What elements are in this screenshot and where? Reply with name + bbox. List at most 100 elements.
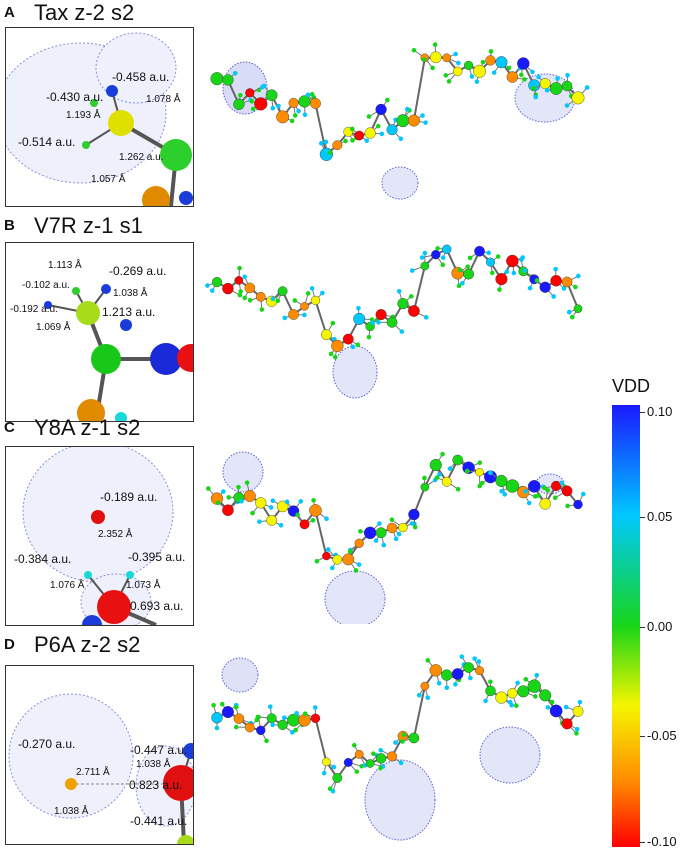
atom [353, 312, 366, 325]
hydrogen-atom [527, 285, 533, 291]
hydrogen-atom [488, 49, 494, 54]
hydrogen-atom [523, 489, 528, 494]
atom [429, 458, 442, 472]
panel-b-letter: B [4, 217, 15, 234]
bond [412, 57, 426, 121]
atom [507, 688, 518, 699]
hydrogen-atom [561, 286, 567, 291]
hydrogen-atom [318, 141, 324, 146]
atom [442, 53, 452, 63]
hydrogen-atom [502, 492, 508, 497]
atom [506, 71, 519, 83]
hydrogen-atom [422, 250, 428, 256]
atom [298, 95, 311, 108]
hydrogen-atom [565, 72, 570, 78]
hydrogen-atom [495, 254, 501, 259]
panel-b-title: V7R z-1 s1 [34, 213, 143, 238]
hydrogen-atom [232, 71, 238, 76]
hydrogen-atom [446, 79, 452, 84]
atom [408, 305, 420, 317]
atom [310, 713, 321, 723]
hydrogen-atom [370, 320, 376, 326]
hydrogen-atom [250, 106, 256, 112]
hydrogen-atom [486, 250, 492, 256]
hydrogen-atom [389, 517, 395, 523]
hydrogen-atom [526, 500, 532, 506]
hydrogen-atom [420, 113, 425, 118]
hydrogen-atom [456, 283, 462, 289]
atom [475, 467, 484, 477]
panel-c-title: Y8A z-1 s2 [34, 415, 141, 440]
atom [550, 275, 562, 287]
hydrogen-atom [364, 138, 370, 143]
hydrogen-atom [237, 292, 243, 298]
vdd-isosurface [479, 726, 541, 784]
hydrogen-atom [437, 472, 442, 477]
panel-d-label: 2.711 Å [76, 767, 110, 778]
hydrogen-atom [214, 725, 220, 731]
atom [429, 664, 442, 677]
hydrogen-atom [366, 114, 372, 119]
atom [276, 500, 289, 513]
bond [314, 300, 328, 335]
hydrogen-atom [421, 57, 427, 62]
atom [277, 286, 288, 297]
hydrogen-atom [553, 266, 558, 272]
colorbar-tick-mark [640, 627, 645, 628]
hydrogen-atom [270, 296, 276, 302]
hydrogen-atom [523, 676, 529, 682]
atom [527, 479, 541, 493]
hydrogen-atom [425, 658, 431, 663]
atom [221, 706, 234, 719]
hydrogen-atom [276, 103, 281, 109]
hydrogen-atom [356, 305, 361, 311]
colorbar-tick-label: 0.00 [647, 619, 673, 634]
hydrogen-atom [545, 488, 551, 493]
atom [364, 127, 376, 139]
panel-d-letter: D [4, 636, 15, 653]
hydrogen-atom [233, 705, 239, 710]
panel-c-letter: C [4, 419, 15, 436]
hydrogen-atom [376, 320, 381, 325]
atom [222, 74, 234, 86]
panel-c-inset: -0.189 a.u. 2.352 Å -0.384 a.u. -0.395 a… [5, 446, 194, 626]
hydrogen-atom [574, 726, 580, 732]
hydrogen-atom [504, 269, 510, 275]
atom [442, 244, 452, 254]
hydrogen-atom [270, 498, 276, 504]
atom [473, 64, 487, 78]
atom [287, 713, 300, 727]
hydrogen-atom [456, 60, 461, 66]
hydrogen-atom [293, 727, 298, 733]
hydrogen-atom [432, 42, 438, 47]
atom [573, 304, 583, 314]
atom [332, 554, 343, 565]
hydrogen-atom [215, 500, 221, 506]
hydrogen-atom [331, 764, 337, 770]
atom [300, 302, 309, 311]
atom [354, 749, 364, 759]
atom [233, 713, 245, 724]
atom [211, 712, 223, 724]
hydrogen-atom [544, 87, 550, 93]
hydrogen-atom [416, 692, 422, 698]
hydrogen-atom [400, 739, 405, 744]
hydrogen-atom [533, 94, 539, 100]
panel-b-label: -0.102 a.u. [22, 280, 70, 291]
hydrogen-atom [259, 307, 265, 312]
colorbar-tick-mark [640, 842, 645, 843]
hydrogen-atom [302, 711, 308, 717]
colorbar-tick-mark [640, 517, 645, 518]
panel-c-label: -0.384 a.u. [14, 552, 72, 566]
hydrogen-atom [343, 138, 348, 144]
panel-d-molecule [205, 650, 590, 841]
hydrogen-atom [514, 703, 519, 708]
atom [396, 114, 410, 128]
hydrogen-atom [257, 519, 262, 524]
panel-a-label: 1.262 a.u. [119, 152, 164, 163]
atom [539, 281, 551, 293]
panel-d-label: 0.823 a.u. [129, 778, 183, 792]
hydrogen-atom [460, 280, 465, 286]
hydrogen-atom [305, 291, 311, 296]
hydrogen-atom [296, 108, 301, 114]
